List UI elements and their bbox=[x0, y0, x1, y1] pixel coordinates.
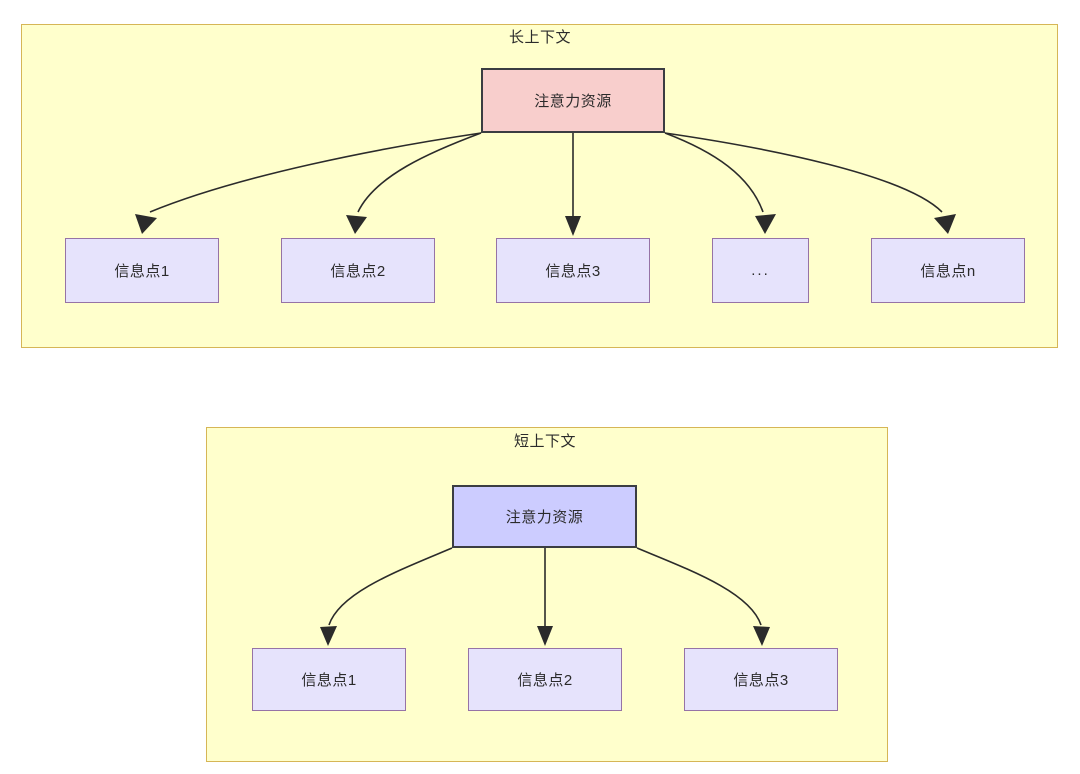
node-label: 信息点n bbox=[920, 263, 976, 280]
node-label: ... bbox=[751, 262, 770, 279]
node-attention-resource-long[interactable]: 注意力资源 bbox=[481, 68, 665, 133]
node-info-point-1-long[interactable]: 信息点1 bbox=[65, 238, 219, 303]
node-info-point-1-short[interactable]: 信息点1 bbox=[252, 648, 406, 711]
node-info-point-ellipsis-long[interactable]: ... bbox=[712, 238, 809, 303]
node-label: 信息点1 bbox=[114, 263, 170, 280]
node-info-point-n-long[interactable]: 信息点n bbox=[871, 238, 1025, 303]
node-label: 信息点1 bbox=[301, 672, 357, 689]
node-info-point-2-short[interactable]: 信息点2 bbox=[468, 648, 622, 711]
node-label: 信息点3 bbox=[545, 263, 601, 280]
group-container-short-context[interactable] bbox=[206, 427, 888, 762]
node-label: 注意力资源 bbox=[534, 93, 612, 110]
node-label: 信息点2 bbox=[517, 672, 573, 689]
node-label: 信息点2 bbox=[330, 263, 386, 280]
group-title-long-context: 长上下文 bbox=[508, 29, 571, 46]
node-label: 注意力资源 bbox=[505, 509, 584, 526]
node-label: 信息点3 bbox=[733, 672, 789, 689]
group-title-short-context: 短上下文 bbox=[513, 433, 576, 450]
node-info-point-3-long[interactable]: 信息点3 bbox=[496, 238, 650, 303]
node-info-point-3-short[interactable]: 信息点3 bbox=[684, 648, 838, 711]
node-info-point-2-long[interactable]: 信息点2 bbox=[281, 238, 435, 303]
node-attention-resource-short[interactable]: 注意力资源 bbox=[452, 485, 637, 548]
